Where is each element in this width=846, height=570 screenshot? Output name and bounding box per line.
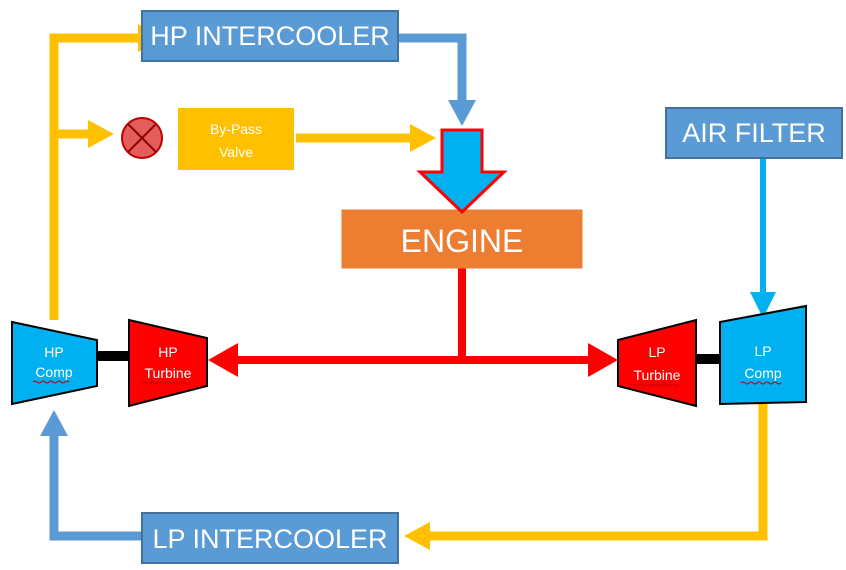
engine-intake-arrow: [416, 128, 508, 215]
hp-intercooler-label: HP INTERCOOLER: [150, 21, 390, 51]
hp-turbine-label-line2: Turbine: [145, 365, 192, 381]
lp-compressor[interactable]: LP Comp: [719, 304, 807, 406]
hp-intercooler-to-engine-flow: [398, 33, 476, 126]
air-filter-label: AIR FILTER: [682, 118, 826, 148]
lp-shaft: [696, 354, 720, 364]
lp-intercooler-label: LP INTERCOOLER: [152, 524, 387, 554]
lp-comp-label-line2: Comp: [744, 365, 782, 381]
lp-comp-label-line1: LP: [754, 343, 771, 359]
exhaust-flow: [208, 268, 618, 377]
bypass-valve[interactable]: By-Pass Valve: [121, 108, 294, 170]
hp-turbine-label-line1: HP: [158, 344, 177, 360]
hp-comp-outlet-flow: [49, 24, 164, 320]
lp-comp-outlet-flow: [404, 404, 768, 550]
bypass-to-engine-flow: [296, 124, 436, 152]
lp-turbine-label-line1: LP: [648, 344, 665, 360]
hp-turbine[interactable]: HP Turbine: [128, 318, 208, 408]
lp-turbine-label-line2: Turbine: [634, 367, 681, 383]
engine-label: ENGINE: [401, 223, 524, 259]
air-filter-box[interactable]: AIR FILTER: [665, 107, 843, 159]
bypass-label-line1: By-Pass: [210, 121, 262, 137]
hp-shaft: [97, 351, 129, 361]
hp-comp-label-line2: Comp: [35, 364, 73, 380]
lp-intercooler-box[interactable]: LP INTERCOOLER: [141, 512, 399, 564]
hp-intercooler-box[interactable]: HP INTERCOOLER: [141, 10, 399, 62]
lp-intercooler-to-hp-comp-flow: [40, 410, 142, 541]
hp-compressor[interactable]: HP Comp: [11, 320, 98, 406]
air-filter-to-lp-comp-flow: [750, 158, 776, 318]
engine-box[interactable]: ENGINE: [341, 209, 583, 269]
bypass-label-line2: Valve: [219, 144, 253, 160]
lp-turbine[interactable]: LP Turbine: [617, 318, 697, 408]
hp-comp-label-line1: HP: [44, 344, 63, 360]
